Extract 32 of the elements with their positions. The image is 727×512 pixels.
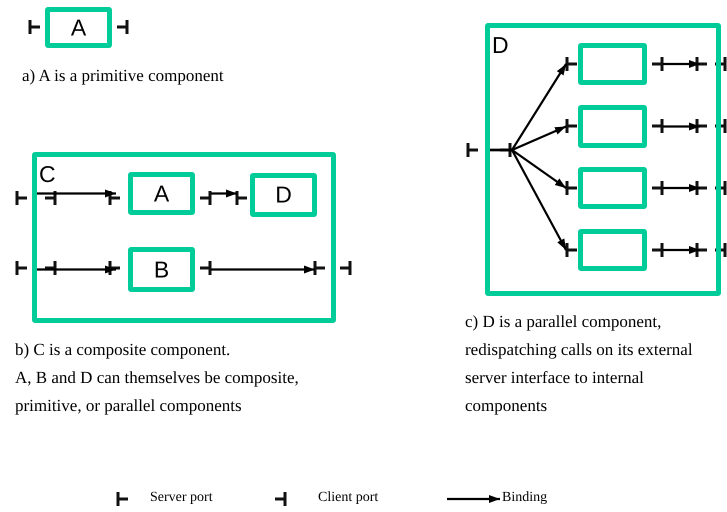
component-box	[578, 229, 647, 271]
component-box	[578, 167, 647, 209]
composite-component-box	[32, 152, 336, 323]
component-box	[250, 173, 317, 217]
component-name: B	[152, 258, 170, 281]
caption: b) C is a composite component.	[15, 339, 232, 361]
caption: A, B and D can themselves be composite, primitive, or parallel components	[15, 367, 300, 417]
binding-arrow	[211, 190, 237, 198]
binding-arrow	[211, 266, 315, 274]
binding-arrow	[663, 184, 700, 192]
component-name: C	[39, 163, 56, 186]
legend-label: Binding	[502, 490, 548, 506]
component-box	[578, 43, 647, 85]
component-box	[128, 247, 195, 292]
component-box	[578, 105, 647, 148]
composite-component-box	[485, 23, 721, 296]
binding-arrow	[663, 246, 700, 254]
component-name: D	[274, 184, 293, 206]
component-name: A	[70, 16, 88, 39]
caption: c) D is a parallel component, redispatching calls on its external server interface to internal components	[465, 311, 694, 417]
component-name: D	[492, 34, 509, 57]
legend-label: Server port	[150, 490, 213, 506]
caption: a) A is a primitive component	[22, 65, 225, 87]
component-box	[45, 7, 112, 48]
component-box	[128, 172, 195, 215]
binding-arrow	[37, 266, 116, 274]
component-name: A	[152, 182, 170, 205]
legend-label: Client port	[318, 490, 378, 506]
binding-arrow	[37, 190, 116, 198]
binding-arrow	[490, 148, 567, 251]
binding-arrow	[663, 122, 700, 130]
binding-arrow	[663, 60, 700, 68]
